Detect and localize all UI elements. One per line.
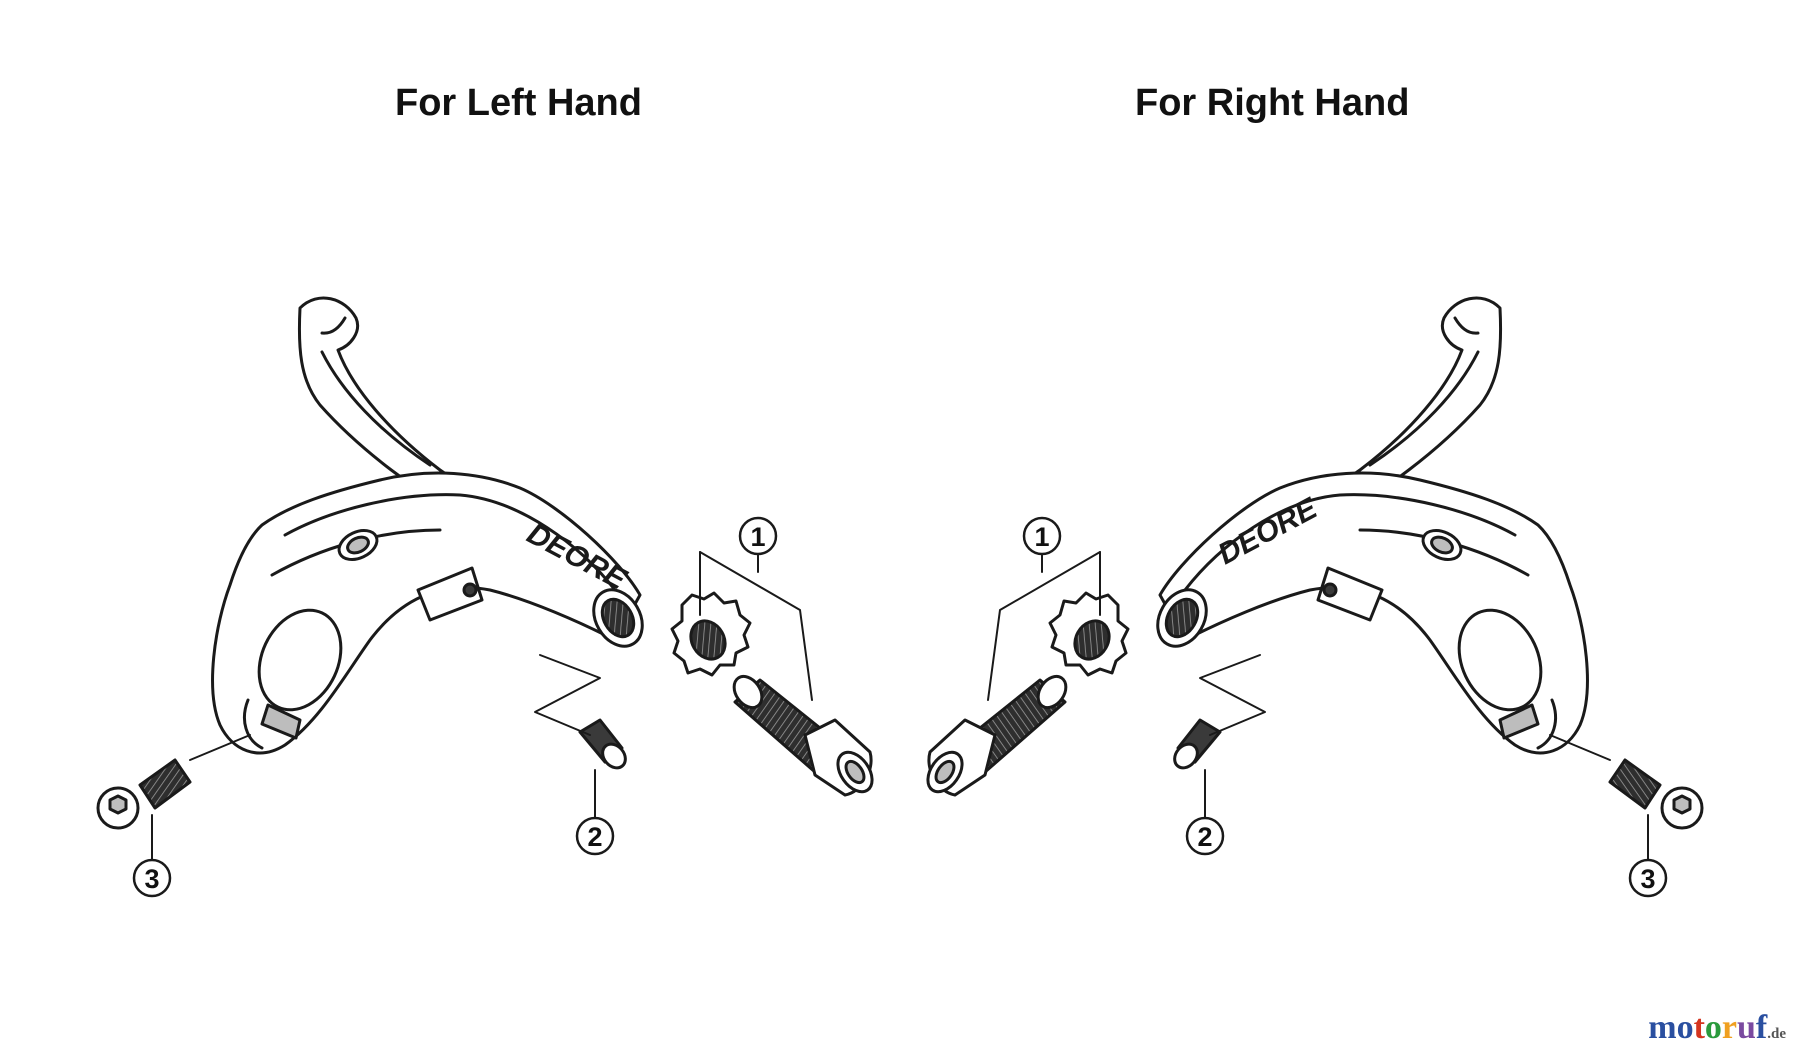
- right-callout-2: 2: [1185, 816, 1225, 856]
- watermark-wordmark: motoruf: [1648, 1009, 1767, 1046]
- watermark-letter: f: [1755, 1009, 1768, 1046]
- svg-text:3: 3: [144, 864, 159, 894]
- right-clamp-bolt: [1608, 758, 1704, 830]
- watermark-letter: t: [1693, 1009, 1705, 1046]
- svg-text:2: 2: [1197, 822, 1212, 852]
- left-brake-lever-assembly: DEORE: [96, 296, 874, 861]
- left-adjusting-barrel: [732, 674, 874, 797]
- watermark-letter: r: [1721, 1009, 1737, 1046]
- svg-text:2: 2: [587, 822, 602, 852]
- left-clamp-bolt: [96, 758, 192, 830]
- svg-text:1: 1: [1034, 522, 1049, 552]
- left-lever-body: DEORE: [211, 471, 644, 755]
- left-callout-2: 2: [575, 816, 615, 856]
- watermark-tld: .de: [1767, 1026, 1786, 1042]
- left-reach-screw: [578, 718, 627, 770]
- right-callout-1: 1: [1022, 516, 1062, 556]
- watermark-letter: u: [1737, 1009, 1756, 1046]
- right-reach-screw: [1173, 718, 1222, 770]
- watermark-letter: o: [1704, 1009, 1722, 1046]
- svg-text:1: 1: [750, 522, 765, 552]
- svg-text:3: 3: [1640, 864, 1655, 894]
- left-callout-3: 3: [132, 858, 172, 898]
- right-brake-lever-assembly: [926, 296, 1704, 861]
- site-watermark: motoruf.de: [1648, 1009, 1786, 1047]
- left-leader-lines: [151, 551, 813, 861]
- right-callout-3: 3: [1628, 858, 1668, 898]
- watermark-letter: m: [1648, 1009, 1677, 1046]
- right-adjusting-barrel: [926, 674, 1068, 797]
- right-lock-nut: [1048, 591, 1130, 677]
- right-leader-lines: [987, 551, 1649, 861]
- right-lever-body: [1156, 471, 1589, 755]
- left-callout-1: 1: [738, 516, 778, 556]
- left-hand-heading: For Left Hand: [395, 82, 642, 124]
- right-hand-heading: For Right Hand: [1135, 82, 1410, 124]
- left-lock-nut: [670, 591, 752, 677]
- watermark-letter: o: [1676, 1009, 1694, 1046]
